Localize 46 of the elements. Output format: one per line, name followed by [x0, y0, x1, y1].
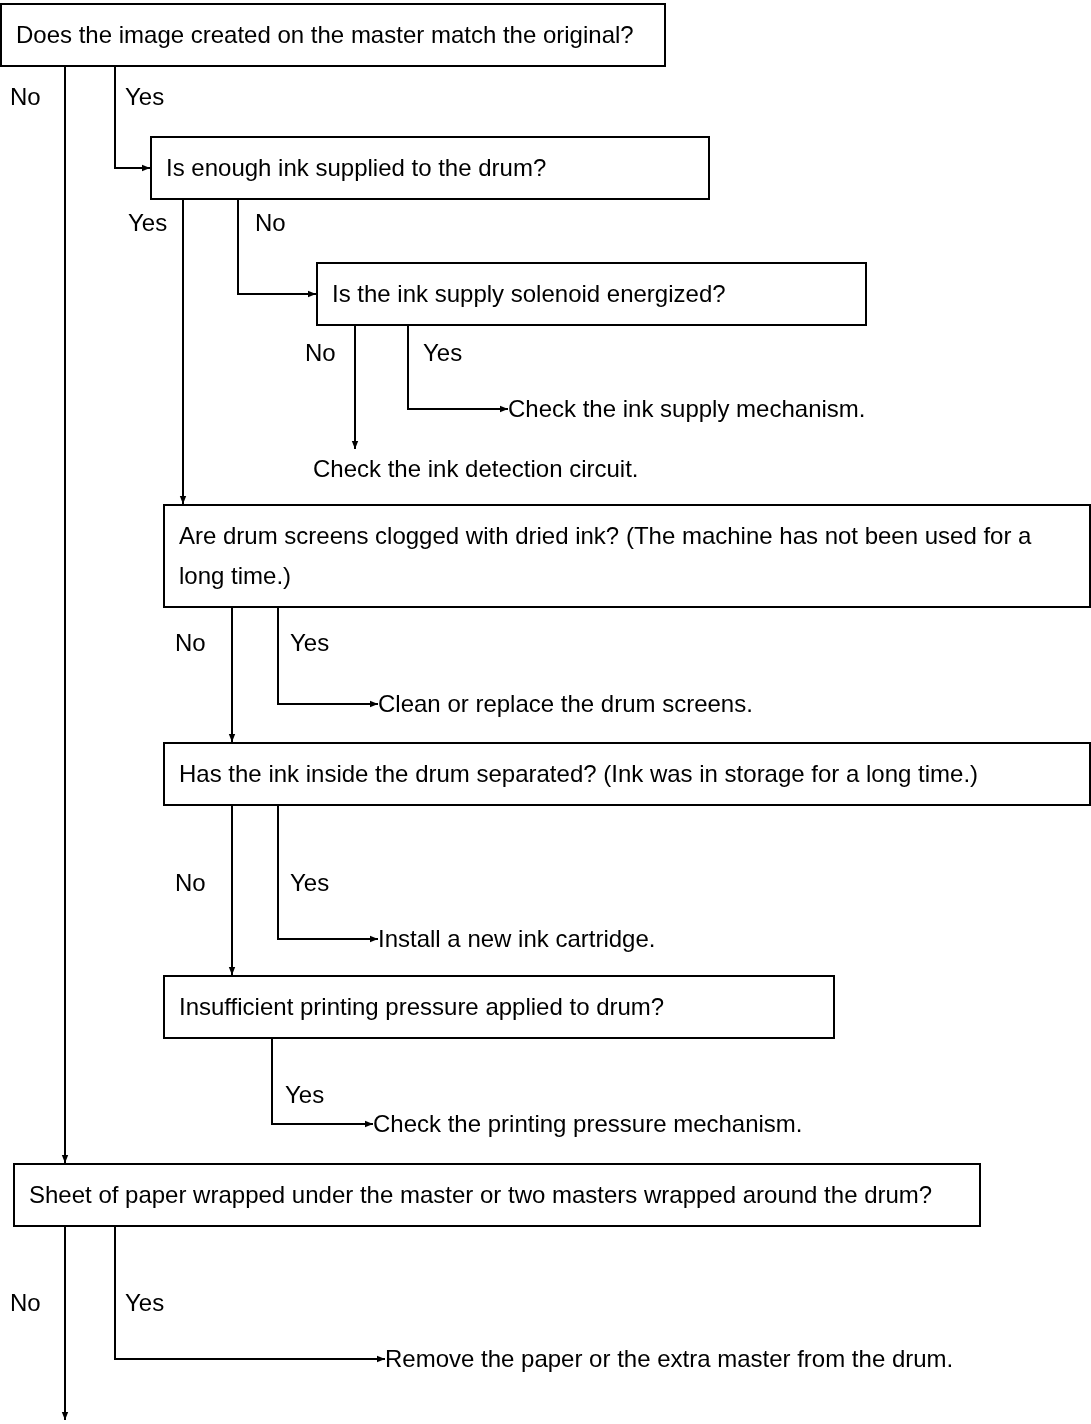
- connector-arrow: [114, 1226, 386, 1363]
- action-text: Clean or replace the drum screens.: [378, 684, 753, 724]
- edge-label: No: [255, 208, 286, 238]
- connector-arrow: [61, 1226, 69, 1421]
- connector-arrow: [61, 66, 69, 1164]
- edge-label: No: [10, 1288, 41, 1318]
- question-text: Are drum screens clogged with dried ink? (The machine has not been used for a long time.): [179, 522, 1032, 589]
- edge-label: Yes: [290, 628, 330, 658]
- edge-label: No: [175, 868, 206, 898]
- connector-arrow: [271, 1038, 374, 1128]
- edge-label: Yes: [128, 208, 168, 238]
- question-text: Has the ink inside the drum separated? (Ink was in storage for a long time.): [179, 760, 979, 787]
- question-text: Does the image created on the master match the original?: [16, 21, 634, 48]
- connector-arrow: [351, 325, 359, 450]
- question-text: Is enough ink supplied to the drum?: [166, 154, 547, 181]
- decision-box: [163, 975, 835, 1039]
- edge-label: No: [305, 338, 336, 368]
- question-text: Sheet of paper wrapped under the master or two masters wrapped around the drum?: [29, 1181, 933, 1208]
- connector-arrow: [277, 607, 379, 708]
- decision-box: [0, 3, 666, 67]
- connector-arrow: [228, 607, 236, 743]
- decision-box: [150, 136, 710, 200]
- action-text: Check the ink supply mechanism.: [508, 389, 866, 429]
- decision-box: [163, 742, 1091, 806]
- decision-box: [13, 1163, 981, 1227]
- edge-label: Yes: [125, 1288, 165, 1318]
- question-text: Is the ink supply solenoid energized?: [332, 280, 726, 307]
- edge-label: Yes: [285, 1080, 325, 1110]
- action-text: Install a new ink cartridge.: [378, 919, 656, 959]
- action-text: Check the ink detection circuit.: [313, 449, 639, 489]
- connector-arrow: [228, 805, 236, 976]
- edge-label: No: [175, 628, 206, 658]
- decision-box: [316, 262, 867, 326]
- question-text: Insufficient printing pressure applied to drum?: [179, 993, 665, 1020]
- connector-arrow: [237, 199, 317, 298]
- decision-box: [163, 504, 1091, 608]
- connector-arrow: [407, 325, 509, 413]
- edge-label: Yes: [125, 82, 165, 112]
- edge-label: No: [10, 82, 41, 112]
- connector-arrow: [179, 199, 187, 505]
- connector-arrow: [277, 805, 379, 943]
- edge-label: Yes: [290, 868, 330, 898]
- action-text: Check the printing pressure mechanism.: [373, 1104, 803, 1144]
- connector-arrow: [114, 66, 151, 172]
- edge-label: Yes: [423, 338, 463, 368]
- action-text: Remove the paper or the extra master from the drum.: [385, 1339, 954, 1379]
